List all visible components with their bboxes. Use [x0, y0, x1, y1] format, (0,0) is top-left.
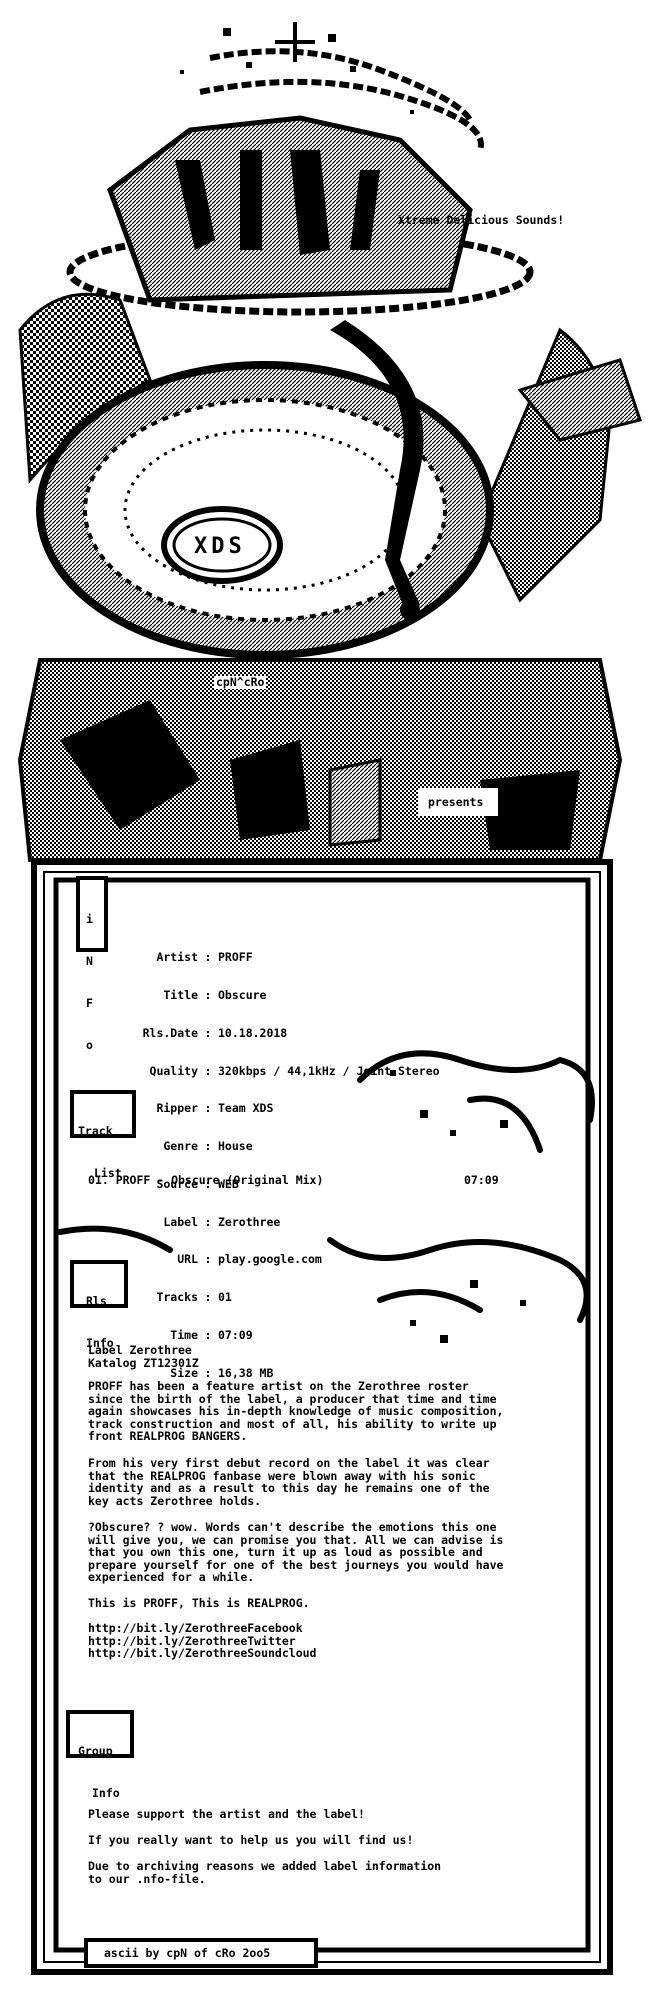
rls-paragraph-1: PROFF has been a feature artist on the Z… — [88, 1379, 504, 1443]
section-tabs — [66, 876, 136, 1758]
info-row-source: Source:WEB — [156, 1176, 239, 1191]
rls-paragraph-4: This is PROFF, This is REALPROG. — [88, 1596, 310, 1610]
vine-leaves — [390, 1070, 526, 1343]
group-info-title: Group Info — [78, 1744, 120, 1800]
group-line-3: Due to archiving reasons we added label … — [88, 1859, 442, 1886]
vinyl-record — [36, 320, 494, 659]
track-time: 07:09 — [464, 1173, 499, 1187]
rls-catalog-line: Katalog ZT12301Z — [88, 1356, 199, 1370]
presents-label: presents — [428, 795, 484, 809]
info-row-artist: Artist:PROFF — [156, 950, 253, 965]
panel-frame — [31, 859, 613, 1975]
info-row-url: URL:play.google.com — [177, 1252, 322, 1267]
rls-paragraph-3: ?Obscure? ? wow. Words can't describe th… — [88, 1520, 504, 1584]
footer-box — [84, 1938, 318, 1968]
info-row-title: Title:Obscure — [163, 987, 267, 1002]
sparkle-icons — [180, 22, 414, 114]
footer-credit: ascii by cpN of cRo 2oo5 — [104, 1946, 271, 1960]
info-row-genre: Genre:House — [163, 1139, 253, 1154]
info-row-quality: Quality:320kbps / 44,1kHz / Joint Stereo — [149, 1063, 440, 1078]
vine-ornaments — [57, 1050, 595, 1323]
tagline: Xtreme Delicious Sounds! — [398, 213, 565, 227]
xds-logo-text: XDS — [194, 534, 246, 559]
info-fields: Artist:PROFF Title:Obscure Rls.Date:10.1… — [90, 926, 440, 1392]
group-line-2: If you really want to help us you will f… — [88, 1833, 414, 1847]
rls-links[interactable]: http://bit.ly/ZerothreeFacebook http://b… — [88, 1621, 317, 1660]
xds-emblem — [107, 115, 473, 303]
rls-paragraph-2: From his very first debut record on the … — [88, 1456, 490, 1508]
info-row-time: Time:07:09 — [170, 1328, 253, 1342]
track-entry: 01. PROFF - Obscure (Original Mix) — [88, 1173, 324, 1187]
info-section-title: i N F o — [86, 912, 93, 1052]
rls-info-title: Rls Info — [86, 1294, 114, 1350]
ascii-credit-top: cpN^cRo — [214, 675, 267, 689]
info-row-label: Label:Zerothree — [163, 1214, 281, 1229]
info-row-tracks: Tracks:01 — [156, 1290, 232, 1305]
group-line-1: Please support the artist and the label! — [88, 1807, 365, 1821]
info-row-size: Size:16,38 MB — [170, 1365, 274, 1380]
tracklist-title: Track List — [78, 1124, 122, 1180]
info-row-ripper: Ripper:Team XDS — [156, 1101, 274, 1116]
rls-label-line: Label Zerothree — [88, 1343, 192, 1357]
lower-banner — [17, 658, 623, 862]
info-row-date: Rls.Date:10.18.2018 — [142, 1025, 288, 1040]
